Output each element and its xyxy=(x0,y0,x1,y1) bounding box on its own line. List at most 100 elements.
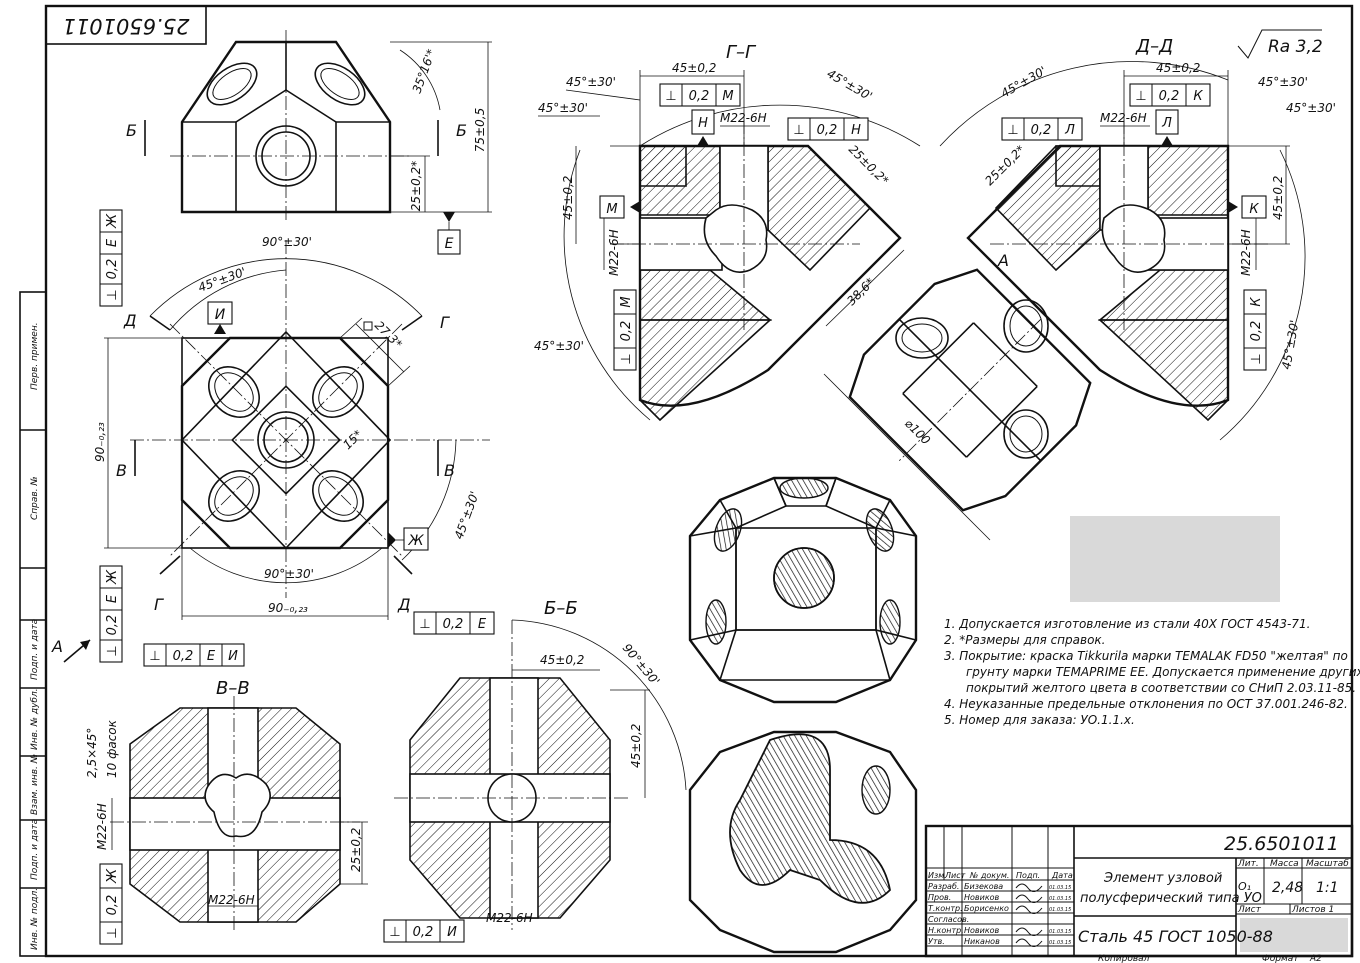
section-g: Г–Г 45±0,2 45±0,2 M22-6H M22-6H 25±0,2* … xyxy=(534,42,921,422)
svg-text:Ж: Ж xyxy=(105,868,120,884)
svg-text:0,2: 0,2 xyxy=(619,321,634,342)
redacted-stamp xyxy=(1070,516,1280,602)
iso-view-top xyxy=(688,476,918,704)
tol-zhe2: Ж Е 0,2 ⊥ xyxy=(99,565,123,663)
tol-m: ⊥ 0,2 М xyxy=(659,83,741,107)
dim-front-45-right: 45°±30' xyxy=(452,489,482,541)
cut-b-right: Б xyxy=(456,121,467,140)
svg-text:Согласов.: Согласов. xyxy=(928,915,969,924)
svg-text:⊥: ⊥ xyxy=(665,89,676,104)
section-d: Д–Д 45±0,2 45±0,2 M22-6H M22-6H 25±0,2* … xyxy=(939,36,1336,441)
svg-text:⊥: ⊥ xyxy=(1135,89,1146,104)
cut-b-left: Б xyxy=(126,121,137,140)
tol-e: ⊥ 0,2 Е xyxy=(413,611,495,635)
svg-text:⊥: ⊥ xyxy=(419,617,430,632)
section-b-title: Б–Б xyxy=(544,598,578,619)
svg-text:0,2: 0,2 xyxy=(443,617,464,632)
dim-g-m22: M22-6H xyxy=(720,111,767,125)
view-a-title: А xyxy=(997,251,1009,270)
view-arrow-a: А xyxy=(51,637,63,656)
front-view: 90°±30' 45°±30' 90°±30' 45°±30' 27,3* 15… xyxy=(51,235,490,663)
tb-mass-value: 2,48 xyxy=(1272,880,1303,896)
svg-text:01.03.15: 01.03.15 xyxy=(1049,896,1071,902)
tol-m2: М 0,2 ⊥ xyxy=(613,289,637,371)
svg-text:Борисенко: Борисенко xyxy=(964,904,1009,913)
svg-text:0,2: 0,2 xyxy=(105,259,120,280)
svg-text:0,2: 0,2 xyxy=(817,123,838,138)
svg-text:0,2: 0,2 xyxy=(105,615,120,636)
side-stamp-3: Подп. и дата xyxy=(30,619,40,680)
tol-n: ⊥ 0,2 Н xyxy=(787,117,869,141)
tb-scale: Масштаб xyxy=(1306,859,1349,869)
signatures xyxy=(1015,883,1043,947)
tb-sheet: Лист xyxy=(1237,905,1262,915)
dim-v-chamfer1: 2,5×45° xyxy=(85,728,99,778)
section-b: Б–Б 45±0,2 45±0,2 90°±30' M22-6H ⊥ 0,2 И xyxy=(383,598,687,943)
tb-col-list: Лист xyxy=(944,871,966,880)
tb-sheets: Листов 1 xyxy=(1291,905,1334,915)
dim-v-25: 25±0,2 xyxy=(349,828,363,872)
svg-text:01.03.15: 01.03.15 xyxy=(1049,885,1071,891)
svg-text:01.03.15: 01.03.15 xyxy=(1049,907,1071,913)
dim-d-45c: 45°±30' xyxy=(1286,101,1336,115)
svg-text:Е: Е xyxy=(105,594,120,603)
tol-k2: К 0,2 ⊥ xyxy=(1243,289,1267,371)
tb-name-2: полусферический типа УО xyxy=(1080,891,1262,906)
dim-d-45v: 45±0,2 xyxy=(1271,176,1285,220)
dim-g-25: 25±0,2* xyxy=(846,142,892,188)
dim-d-45d: 45°±30' xyxy=(1279,319,1301,371)
dim-b-m22: M22-6H xyxy=(486,911,533,925)
cut-g-top: Г xyxy=(440,313,450,332)
svg-text:И: И xyxy=(447,925,457,940)
svg-text:0,2: 0,2 xyxy=(105,895,120,916)
dim-front-90-bot: 90°±30' xyxy=(264,567,314,581)
tb-format-value: А2 xyxy=(1309,954,1322,963)
svg-text:И: И xyxy=(228,649,238,664)
svg-text:Н.контр.: Н.контр. xyxy=(928,926,964,935)
dim-top-35: 35°16'* xyxy=(410,47,439,95)
top-view: Б Б 75±0,5 25±0,2* 35°16'* Е xyxy=(126,30,492,255)
dim-v-m22: M22-6H xyxy=(95,803,109,850)
dim-front-45: 45°±30' xyxy=(196,265,248,295)
dim-g-45: 45±0,2 xyxy=(672,61,716,75)
tb-name-1: Элемент узловой xyxy=(1103,871,1222,886)
side-stamp-6: Подп. и дата xyxy=(30,819,40,880)
dim-g-45v: 45±0,2 xyxy=(561,176,575,220)
side-stamp-4: Инв. № дубл. xyxy=(30,688,40,750)
svg-text:0,2: 0,2 xyxy=(1159,89,1180,104)
svg-text:Новиков: Новиков xyxy=(964,926,1000,935)
datum-e: Е xyxy=(445,236,454,252)
svg-text:⊥: ⊥ xyxy=(105,289,120,300)
tol-ei: ⊥ 0,2 Е И xyxy=(143,643,245,667)
svg-text:0,2: 0,2 xyxy=(1031,123,1052,138)
dim-d-m22: M22-6H xyxy=(1100,111,1147,125)
svg-text:Новиков: Новиков xyxy=(964,893,1000,902)
svg-text:Бизекова: Бизекова xyxy=(964,882,1003,891)
dim-v-chamfer2: 10 фасок xyxy=(105,719,119,778)
section-g-title: Г–Г xyxy=(726,42,757,63)
svg-text:Ж: Ж xyxy=(105,569,120,585)
svg-text:Н: Н xyxy=(851,123,861,138)
section-d-title: Д–Д xyxy=(1135,36,1173,57)
dim-d-45: 45±0,2 xyxy=(1156,61,1200,75)
tb-scale-value: 1:1 xyxy=(1316,880,1339,896)
dim-d-m22v: M22-6H xyxy=(1239,229,1253,276)
tb-lit-value: О₁ xyxy=(1238,880,1251,893)
side-stamp-7: Инв. № подл. xyxy=(30,888,40,950)
view-a: А ⌀100 38,6* xyxy=(823,249,1092,541)
svg-text:01.03.15: 01.03.15 xyxy=(1049,940,1071,946)
cut-v-left: В xyxy=(116,461,127,480)
tb-col-sign: Подп. xyxy=(1016,871,1040,880)
tb-material: Сталь 45 ГОСТ 1050-88 xyxy=(1078,927,1273,946)
svg-text:Т.контр.: Т.контр. xyxy=(928,904,963,913)
dim-front-90v: 90₋₀,₂₃ xyxy=(93,422,107,462)
datum-n: Н xyxy=(698,116,708,131)
dim-a-100: ⌀100 xyxy=(902,416,933,447)
rotated-doc-number: 25.6501011 xyxy=(45,5,207,45)
svg-text:01.03.15: 01.03.15 xyxy=(1049,929,1071,935)
dim-top-75: 75±0,5 xyxy=(473,108,487,152)
svg-text:Е: Е xyxy=(207,649,216,664)
side-stamp-1: Перв. примен. xyxy=(30,322,40,390)
svg-text:Е: Е xyxy=(105,238,120,247)
svg-text:⊥: ⊥ xyxy=(105,645,120,656)
